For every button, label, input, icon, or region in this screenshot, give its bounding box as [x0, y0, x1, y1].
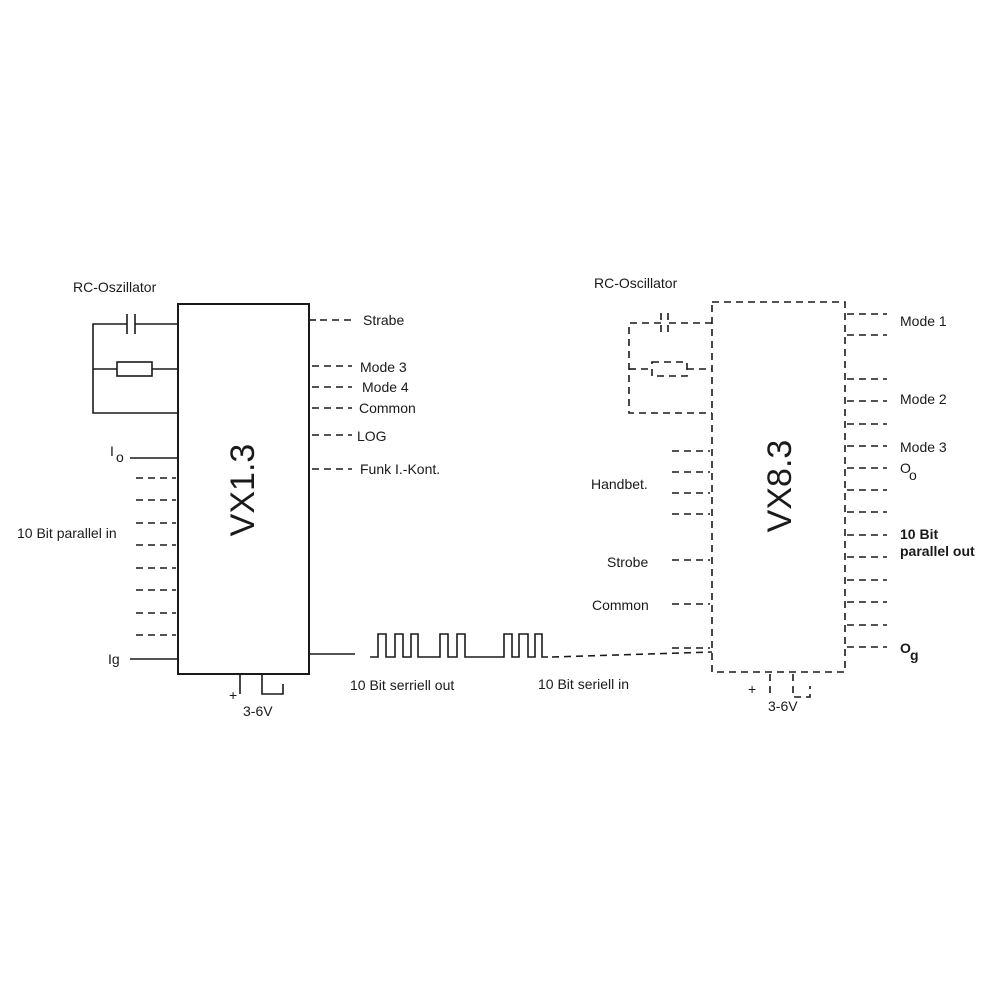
io-top-sub: o: [116, 449, 124, 465]
rc-oscillator-circuit-right: [628, 313, 712, 414]
vx83-power-plus: +: [748, 681, 756, 697]
strobe-label: Strobe: [607, 554, 648, 570]
serial-pulse-train: [370, 633, 548, 658]
parallel-out-label-1: 10 Bit: [900, 526, 938, 542]
output-mode-3: Mode 3: [360, 359, 407, 375]
vx13-power-pins: [239, 674, 284, 695]
vx83-left-lines: [672, 450, 710, 649]
vx83-power-label: 3-6V: [768, 698, 798, 714]
output-mode-3-right: Mode 3: [900, 439, 947, 455]
rc-oszillator-label: RC-Oszillator: [73, 279, 157, 295]
chip-vx83-name: VX8.3: [761, 440, 799, 533]
rc-oscillator-label: RC-Oscillator: [594, 275, 678, 291]
chip-vx13-body: [177, 303, 310, 675]
parallel-out-label-2: parallel out: [900, 543, 975, 559]
serial-out-label: 10 Bit serriell out: [350, 677, 454, 693]
parallel-in-label: 10 Bit parallel in: [17, 525, 117, 541]
serial-in-label: 10 Bit seriell in: [538, 676, 629, 692]
io-top-label: I: [110, 443, 114, 459]
vx83-right-lines: [847, 313, 887, 648]
output-common: Common: [359, 400, 416, 416]
o-bottom-sub: g: [910, 647, 919, 663]
io-bottom-label: Ig: [108, 651, 120, 667]
vx13-power-label: 3-6V: [243, 703, 273, 719]
output-funk: Funk I.-Kont.: [360, 461, 440, 477]
chip-vx13-name: VX1.3: [224, 444, 262, 537]
o-bottom-label: O: [900, 640, 911, 656]
common-label: Common: [592, 597, 649, 613]
o-top-sub: o: [909, 467, 917, 483]
rc-oscillator-circuit-left: [92, 314, 178, 414]
vx13-input-lines: [136, 477, 176, 636]
chip-vx83-body: [711, 301, 846, 673]
vx13-power-plus: +: [229, 687, 237, 703]
output-mode-1: Mode 1: [900, 313, 947, 329]
o-top-label: O: [900, 460, 911, 476]
output-strabe: Strabe: [363, 312, 404, 328]
handbet-label: Handbet.: [591, 476, 648, 492]
output-log: LOG: [357, 428, 387, 444]
output-mode-2: Mode 2: [900, 391, 947, 407]
vx13-output-lines: [309, 319, 356, 470]
output-mode-4: Mode 4: [362, 379, 409, 395]
vx83-power-pins: [769, 674, 811, 698]
